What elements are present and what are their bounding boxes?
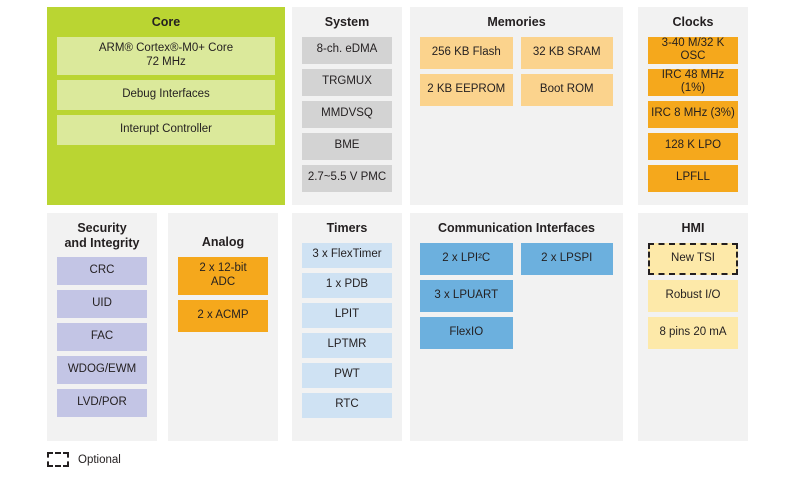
- panel-core: Core ARM® Cortex®-M0+ Core 72 MHz Debug …: [47, 7, 285, 205]
- block-fac: FAC: [57, 322, 147, 351]
- block-uid: UID: [57, 289, 147, 318]
- block-flextimer: 3 x FlexTimer: [302, 242, 392, 268]
- panel-timers: Timers 3 x FlexTimer 1 x PDB LPIT LPTMR …: [292, 213, 402, 441]
- block-arm-cortex-m0-core: ARM® Cortex®-M0+ Core 72 MHz: [57, 36, 275, 75]
- block-robust-io: Robust I/O: [648, 279, 738, 312]
- panel-clocks-title: Clocks: [672, 15, 714, 29]
- block-eeprom: 2 KB EEPROM: [420, 73, 513, 106]
- panel-hmi-title: HMI: [681, 221, 705, 235]
- panel-memories: Memories 256 KB Flash 32 KB SRAM 2 KB EE…: [410, 7, 623, 205]
- block-trgmux: TRGMUX: [302, 68, 392, 96]
- panel-core-title: Core: [151, 15, 181, 29]
- communication-left-column: 2 x LPI²C 3 x LPUART FlexIO: [420, 242, 513, 349]
- panel-communication-title: Communication Interfaces: [438, 221, 595, 235]
- block-lpo: 128 K LPO: [648, 132, 738, 160]
- block-edma: 8-ch. eDMA: [302, 36, 392, 64]
- block-lpi2c: 2 x LPI²C: [420, 242, 513, 275]
- panel-clocks: Clocks 3-40 M/32 K OSC IRC 48 MHz (1%) I…: [638, 7, 748, 205]
- block-pwt: PWT: [302, 362, 392, 388]
- block-lpit: LPIT: [302, 302, 392, 328]
- block-sram: 32 KB SRAM: [520, 36, 613, 69]
- block-interrupt-controller: Interupt Controller: [57, 114, 275, 145]
- block-flexio: FlexIO: [420, 316, 513, 349]
- block-lpuart: 3 x LPUART: [420, 279, 513, 312]
- block-irc-48mhz: IRC 48 MHz (1%): [648, 69, 738, 96]
- block-new-tsi: New TSI: [648, 242, 738, 275]
- block-debug-interfaces: Debug Interfaces: [57, 79, 275, 110]
- panel-timers-title: Timers: [326, 221, 368, 235]
- block-lpfll: LPFLL: [648, 164, 738, 192]
- block-boot-rom: Boot ROM: [520, 73, 613, 106]
- block-acmp: 2 x ACMP: [178, 299, 268, 332]
- legend: Optional: [47, 452, 121, 467]
- block-irc-8mhz: IRC 8 MHz (3%): [648, 100, 738, 128]
- block-rtc: RTC: [302, 392, 392, 418]
- block-bme: BME: [302, 132, 392, 160]
- memories-grid: 256 KB Flash 32 KB SRAM 2 KB EEPROM Boot…: [420, 36, 613, 106]
- block-pmc: 2.7~5.5 V PMC: [302, 164, 392, 192]
- block-pdb: 1 x PDB: [302, 272, 392, 298]
- block-flash: 256 KB Flash: [420, 36, 513, 69]
- panel-system-title: System: [324, 15, 370, 29]
- block-lvd-por: LVD/POR: [57, 388, 147, 417]
- panel-security-and-integrity: Security and Integrity CRC UID FAC WDOG/…: [47, 213, 157, 441]
- block-crc: CRC: [57, 256, 147, 285]
- panel-analog: Analog 2 x 12-bit ADC 2 x ACMP: [168, 213, 278, 441]
- block-lpspi: 2 x LPSPI: [520, 242, 613, 275]
- panel-communication-interfaces: Communication Interfaces 2 x LPI²C 3 x L…: [410, 213, 623, 441]
- block-lptmr: LPTMR: [302, 332, 392, 358]
- communication-right-column: 2 x LPSPI: [520, 242, 613, 349]
- block-osc: 3-40 M/32 K OSC: [648, 37, 738, 64]
- block-mmdvsq: MMDVSQ: [302, 100, 392, 128]
- block-wdog-ewm: WDOG/EWM: [57, 355, 147, 384]
- communication-columns: 2 x LPI²C 3 x LPUART FlexIO 2 x LPSPI: [420, 242, 613, 349]
- panel-hmi: HMI New TSI Robust I/O 8 pins 20 mA: [638, 213, 748, 441]
- panel-system: System 8-ch. eDMA TRGMUX MMDVSQ BME 2.7~…: [292, 7, 402, 205]
- panel-memories-title: Memories: [487, 15, 546, 29]
- legend-optional-swatch: [47, 452, 69, 467]
- panel-security-title: Security and Integrity: [64, 221, 140, 250]
- block-adc: 2 x 12-bit ADC: [178, 256, 268, 295]
- panel-analog-title: Analog: [201, 235, 245, 249]
- block-8-pins-20ma: 8 pins 20 mA: [648, 316, 738, 349]
- legend-optional-label: Optional: [78, 453, 121, 466]
